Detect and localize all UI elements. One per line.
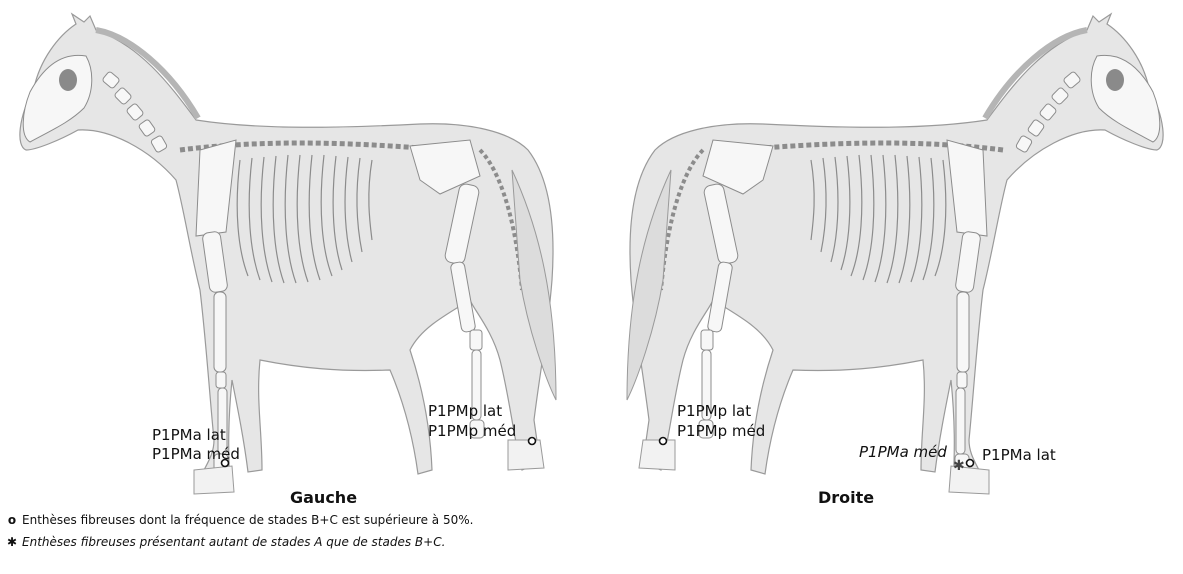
- left-side-label: Gauche: [290, 488, 357, 507]
- legend-asterisk-symbol: ✱: [6, 535, 18, 549]
- legend-circle-text: Enthèses fibreuses dont la fréquence de …: [22, 513, 473, 527]
- marker-circle-left-hind: [529, 438, 536, 445]
- right-fore-label-med: P1PMa méd: [859, 443, 947, 461]
- right-hind-label-med: P1PMp méd: [677, 422, 765, 440]
- left-hind-label-lat: P1PMp lat: [428, 402, 502, 420]
- legend-circle-symbol: o: [6, 513, 18, 527]
- left-fore-label-med: P1PMa méd: [152, 445, 240, 463]
- legend-asterisk-text: Enthèses fibreuses présentant autant de …: [22, 535, 445, 549]
- marker-circle-right-hind: [660, 438, 667, 445]
- legend-item-circle: o Enthèses fibreuses dont la fréquence de…: [6, 513, 473, 527]
- right-side-label: Droite: [818, 488, 874, 507]
- marker-asterisk-right-fore: ✱: [953, 458, 965, 474]
- marker-circle-right-fore: [967, 460, 974, 467]
- left-hind-label-med: P1PMp méd: [428, 422, 516, 440]
- right-fore-label-lat: P1PMa lat: [982, 446, 1056, 464]
- legend-item-asterisk: ✱ Enthèses fibreuses présentant autant de…: [6, 535, 445, 549]
- left-fore-label-lat: P1PMa lat: [152, 426, 226, 444]
- right-hind-label-lat: P1PMp lat: [677, 402, 751, 420]
